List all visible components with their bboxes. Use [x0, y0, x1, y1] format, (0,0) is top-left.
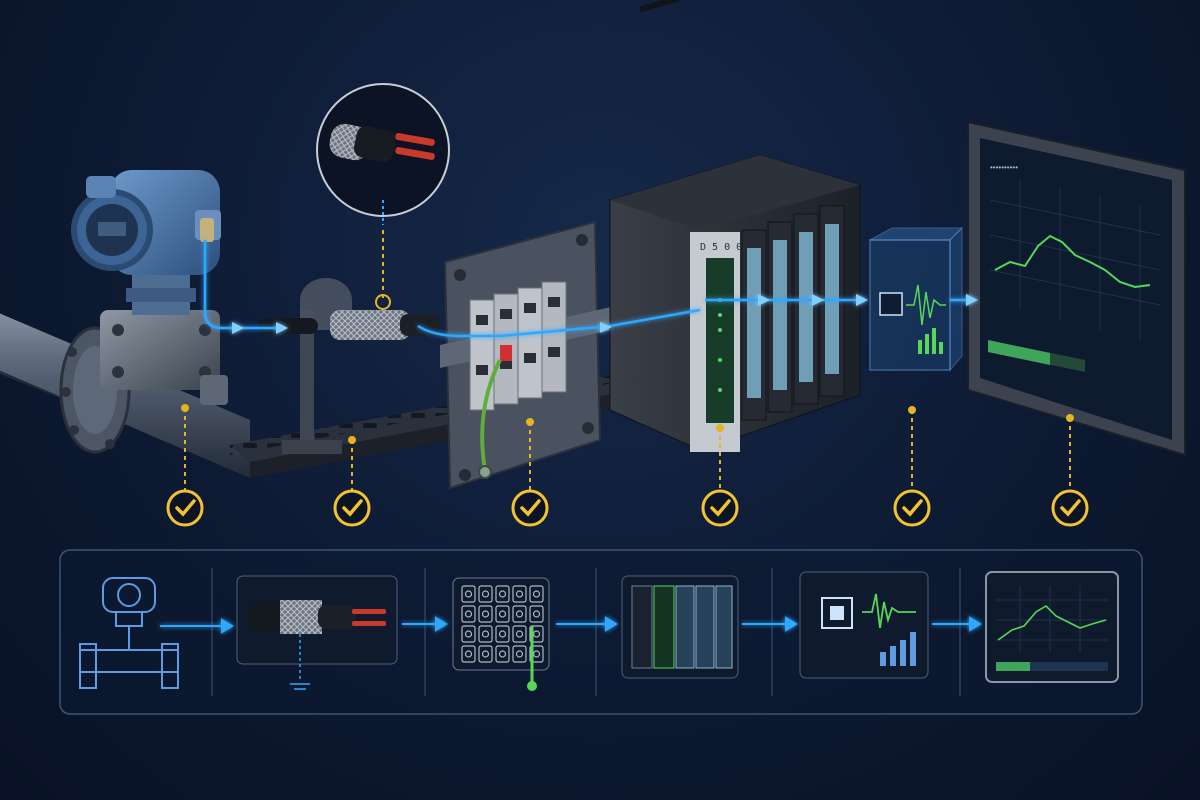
- hmi-screen: [980, 138, 1172, 440]
- terminal-cell: [495, 625, 510, 643]
- check-marker-hmi-display: [1051, 414, 1089, 527]
- cpu-chip-icon: [879, 292, 903, 316]
- schematic-dividers: [211, 568, 961, 696]
- trend-monitor-icon: [985, 571, 1119, 683]
- signal-flow-top: [203, 240, 978, 338]
- check-icon: [701, 489, 739, 527]
- terminal-cell: [461, 585, 476, 603]
- plc-rack-icon: [621, 575, 739, 679]
- terminal-cell: [529, 645, 544, 663]
- hmi-header: ••••••••••: [990, 163, 1018, 172]
- terminal-cell: [495, 605, 510, 623]
- terminal-cell: [529, 605, 544, 623]
- check-marker-signal-processing: [893, 406, 931, 527]
- schematic-flow-arrows: [160, 616, 982, 634]
- terminal-cell: [512, 625, 527, 643]
- terminal-cell: [529, 585, 544, 603]
- terminal-block-modules: [469, 281, 567, 411]
- terminal-block-icon: [452, 577, 550, 691]
- terminal-cell: [478, 645, 493, 663]
- check-marker-terminal-block: [511, 418, 549, 527]
- terminal-cell: [461, 625, 476, 643]
- cable-cross-section-callout: [316, 83, 450, 310]
- check-icon: [1051, 489, 1089, 527]
- pressure-transmitter-icon: [79, 577, 179, 689]
- cable-shield-braid: [330, 310, 410, 340]
- plc-io-modules: [741, 205, 845, 421]
- terminal-cell: [478, 625, 493, 643]
- terminal-cell: [478, 605, 493, 623]
- terminal-cell: [461, 605, 476, 623]
- check-marker-shielded-cable: [333, 436, 371, 527]
- check-marker-transmitter: [166, 404, 204, 527]
- terminal-block-panel: [440, 220, 620, 490]
- hmi-trend-line: [994, 234, 1151, 289]
- check-icon: [166, 489, 204, 527]
- check-marker-plc-io-module: [701, 424, 739, 527]
- terminal-cell: [461, 645, 476, 663]
- pressure-transmitter: [71, 170, 228, 405]
- terminal-cell: [495, 645, 510, 663]
- terminal-wire-red: [500, 345, 512, 361]
- terminal-cell: [478, 585, 493, 603]
- terminal-cell: [529, 625, 544, 643]
- plc-rack: D 5 0 0: [609, 0, 861, 452]
- plc-brand-label: D 5 0 0: [700, 242, 742, 253]
- processor-chip-icon: [799, 571, 929, 679]
- terminal-cell: [512, 605, 527, 623]
- cable-gland: [200, 218, 214, 242]
- manifold-block: [100, 310, 220, 390]
- check-icon: [511, 489, 549, 527]
- shielded-cable-assembly: [258, 278, 440, 454]
- signal-processor-cube: [869, 226, 964, 372]
- check-icon: [893, 489, 931, 527]
- verification-markers: [166, 404, 1089, 527]
- check-icon: [333, 489, 371, 527]
- terminal-cell: [512, 645, 527, 663]
- process-pipe: [0, 313, 250, 478]
- waveform-icon: [862, 593, 916, 629]
- terminal-cell: [495, 585, 510, 603]
- waveform-icon: [906, 284, 946, 326]
- shielded-cable-icon: [236, 575, 398, 690]
- ground-wire: [480, 359, 502, 471]
- terminal-cell: [512, 585, 527, 603]
- hmi-monitor: ••••••••••: [967, 120, 1186, 457]
